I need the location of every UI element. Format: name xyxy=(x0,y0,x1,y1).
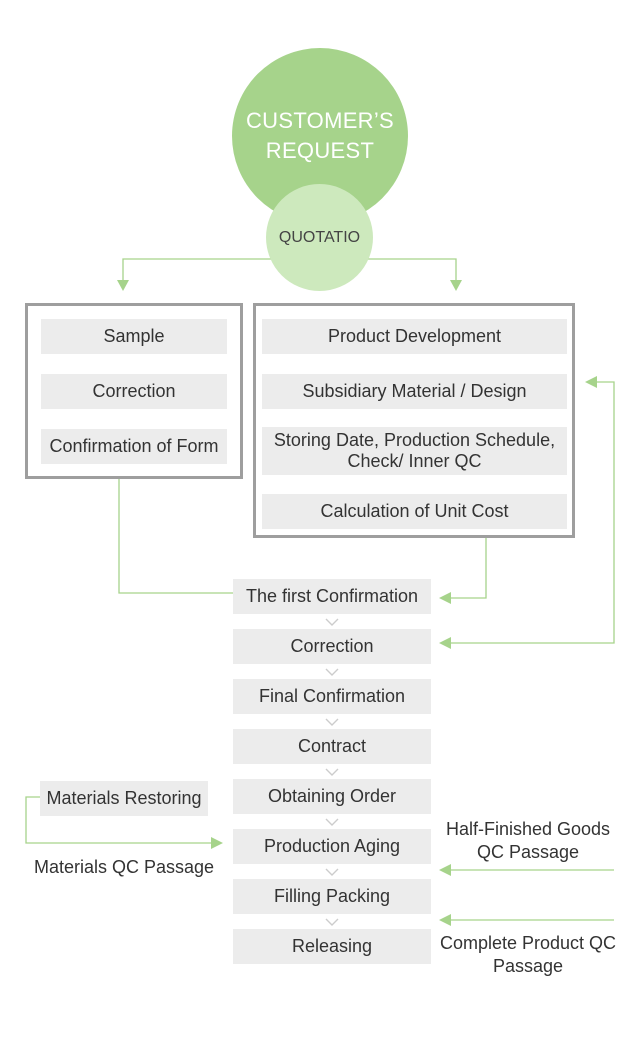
step-product-development-label: Product Development xyxy=(327,326,502,346)
step-storing-date: Storing Date, Production Schedule, Check… xyxy=(262,427,567,475)
flow-chevron-icon xyxy=(325,618,339,626)
materials-qc-passage: Materials QC Passage xyxy=(33,857,215,877)
flow-chevron-icon xyxy=(325,918,339,926)
half-finished-qc-passage: Half-Finished Goods QC Passage xyxy=(445,819,611,862)
step-filling-packing: Filling Packing xyxy=(233,879,431,914)
step-obtaining-order-label: Obtaining Order xyxy=(267,786,397,806)
step-storing-date-label: Storing Date, Production Schedule, Check… xyxy=(273,430,556,471)
step-correction-label: Correction xyxy=(290,636,374,656)
step-left-correction-label: Correction xyxy=(92,381,176,401)
flow-chevron-icon xyxy=(325,668,339,676)
line-correction-loop xyxy=(451,381,615,644)
arrow-complete-product-qc xyxy=(439,914,451,926)
step-obtaining-order: Obtaining Order xyxy=(233,779,431,814)
step-production-aging-label: Production Aging xyxy=(263,836,401,856)
step-subsidiary-material: Subsidiary Material / Design xyxy=(262,374,567,409)
step-first-confirmation: The first Confirmation xyxy=(233,579,431,614)
step-final-confirmation-label: Final Confirmation xyxy=(258,686,406,706)
arrow-to-first-confirmation xyxy=(439,592,451,604)
step-confirmation-of-form: Confirmation of Form xyxy=(41,429,227,464)
step-production-aging: Production Aging xyxy=(233,829,431,864)
step-calculation-unit-cost: Calculation of Unit Cost xyxy=(262,494,567,529)
step-calculation-unit-cost-label: Calculation of Unit Cost xyxy=(320,501,509,521)
step-contract: Contract xyxy=(233,729,431,764)
customers-request-label: CUSTOMER’S REQUEST xyxy=(245,108,395,163)
materials-restoring-box: Materials Restoring xyxy=(40,781,208,816)
flow-chevron-icon xyxy=(325,718,339,726)
quotation-label: QUOTATIO xyxy=(278,228,361,246)
flow-chevron-icon xyxy=(325,818,339,826)
flow-chevron-icon xyxy=(325,868,339,876)
line-development-to-first-confirmation xyxy=(451,538,487,599)
arrow-materials-to-production xyxy=(211,837,223,849)
line-quotation-to-sample xyxy=(122,258,272,280)
step-left-correction: Correction xyxy=(41,374,227,409)
arrow-half-finished-qc xyxy=(439,864,451,876)
step-releasing: Releasing xyxy=(233,929,431,964)
step-product-development: Product Development xyxy=(262,319,567,354)
quotation-circle: QUOTATIO xyxy=(266,184,373,291)
step-subsidiary-material-label: Subsidiary Material / Design xyxy=(302,381,527,401)
step-first-confirmation-label: The first Confirmation xyxy=(245,586,419,606)
step-contract-label: Contract xyxy=(297,736,367,756)
step-releasing-label: Releasing xyxy=(291,936,373,956)
step-sample: Sample xyxy=(41,319,227,354)
line-materials-to-production xyxy=(25,796,211,844)
step-correction: Correction xyxy=(233,629,431,664)
arrow-to-sample xyxy=(117,280,129,291)
flow-chevron-icon xyxy=(325,768,339,776)
step-sample-label: Sample xyxy=(103,326,165,346)
arrow-to-development xyxy=(450,280,462,291)
arrow-loop-to-subsidiary xyxy=(585,376,597,388)
arrow-loop-to-correction xyxy=(439,637,451,649)
complete-product-qc-passage: Complete Product QC Passage xyxy=(439,933,617,976)
line-sample-to-first-confirmation xyxy=(118,479,233,594)
line-quotation-to-development xyxy=(368,258,457,280)
step-filling-packing-label: Filling Packing xyxy=(273,886,391,906)
step-final-confirmation: Final Confirmation xyxy=(233,679,431,714)
materials-restoring-label: Materials Restoring xyxy=(46,788,202,808)
step-confirmation-of-form-label: Confirmation of Form xyxy=(49,436,219,456)
